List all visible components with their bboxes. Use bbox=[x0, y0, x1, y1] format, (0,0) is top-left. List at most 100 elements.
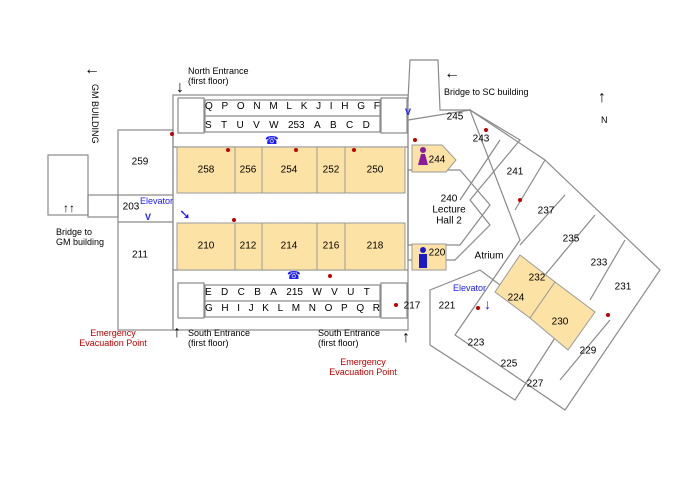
locker-label: N bbox=[308, 303, 316, 314]
room-216-label: 216 bbox=[322, 240, 340, 252]
room-218[interactable] bbox=[344, 222, 406, 271]
vending-icon: V bbox=[405, 107, 412, 117]
locker-label: T bbox=[363, 287, 370, 298]
room-217-label: 217 bbox=[403, 300, 421, 312]
locker-label: K bbox=[300, 101, 308, 112]
north-entrance-sub: (first floor) bbox=[188, 76, 229, 86]
locker-label: I bbox=[329, 101, 333, 112]
room-250-label: 250 bbox=[366, 164, 384, 176]
locker-label: O bbox=[236, 101, 245, 112]
bridge-sc-label: Bridge to SC building bbox=[444, 87, 529, 97]
lecture-hall-label-2: Hall 2 bbox=[436, 215, 462, 227]
locker-label: V bbox=[331, 287, 338, 298]
room-212-label: 212 bbox=[239, 240, 257, 252]
locker-label: B bbox=[254, 287, 261, 298]
fire-extinguisher-markers bbox=[170, 128, 610, 317]
room-227-label: 227 bbox=[526, 378, 544, 390]
locker-label: D bbox=[362, 120, 370, 131]
room-252[interactable] bbox=[316, 146, 346, 194]
room-214-label: 214 bbox=[280, 240, 298, 252]
room-218-label: 218 bbox=[366, 240, 384, 252]
phone-icon: ☎ bbox=[265, 135, 279, 147]
room-252-label: 252 bbox=[322, 164, 340, 176]
evac-label: Evacuation Point bbox=[79, 338, 147, 348]
room-237-label: 237 bbox=[537, 205, 555, 217]
bridge-gm-label: Bridge to bbox=[56, 227, 93, 237]
room-250[interactable] bbox=[344, 146, 406, 194]
room-245-label: 245 bbox=[446, 111, 464, 123]
locker-label: A bbox=[270, 287, 277, 298]
locker-label: L bbox=[277, 303, 284, 314]
room-254-label: 254 bbox=[280, 164, 298, 176]
south-entrance-right-sub: (first floor) bbox=[318, 338, 359, 348]
locker-label: M bbox=[269, 101, 278, 112]
locker-label: V bbox=[253, 120, 260, 131]
locker-label: H bbox=[221, 303, 229, 314]
locker-label: U bbox=[347, 287, 355, 298]
locker-label: A bbox=[313, 120, 321, 131]
north-entrance-label: North Entrance bbox=[188, 66, 249, 76]
room-224-label: 224 bbox=[507, 292, 525, 304]
room-243-label: 243 bbox=[472, 133, 490, 145]
south-entrance-left-label: South Entrance bbox=[188, 328, 251, 338]
locker-label: P bbox=[221, 101, 229, 112]
lecture-hall-number: 240 bbox=[440, 193, 458, 205]
gm-building-label: GM BUILDING bbox=[90, 84, 100, 144]
locker-label: I bbox=[237, 303, 241, 314]
elevator-arrow-icon: ↓ bbox=[484, 296, 491, 312]
evac-label: Emergency bbox=[340, 357, 386, 367]
up-arrow-icon: ↑ bbox=[173, 324, 181, 341]
womens-restroom-icon bbox=[418, 147, 428, 165]
locker-label: J bbox=[316, 101, 322, 112]
room-244-label: 244 bbox=[428, 154, 446, 166]
room-221-label: 221 bbox=[438, 300, 456, 312]
locker-label: P bbox=[341, 303, 348, 314]
bridge-gm-label-2: GM building bbox=[56, 237, 105, 247]
locker-label: 253 bbox=[287, 120, 305, 131]
locker-label: K bbox=[262, 303, 269, 314]
locker-label: D bbox=[221, 287, 229, 298]
down-arrow-icon: ↓ bbox=[176, 79, 184, 96]
locker-label: C bbox=[237, 287, 245, 298]
evac-label: Evacuation Point bbox=[329, 367, 397, 377]
locker-label: Q bbox=[205, 101, 213, 112]
mens-restroom-icon bbox=[419, 247, 427, 268]
room-210[interactable] bbox=[176, 222, 236, 271]
locker-label: S bbox=[205, 120, 212, 131]
room-235-label: 235 bbox=[562, 233, 580, 245]
room-210-label: 210 bbox=[197, 240, 215, 252]
room-241-label: 241 bbox=[506, 166, 524, 178]
elevator-label-right: Elevator bbox=[453, 283, 487, 293]
lecture-hall-label: Lecture bbox=[432, 204, 466, 216]
locker-label: H bbox=[341, 101, 349, 112]
room-216[interactable] bbox=[316, 222, 346, 271]
evac-label: Emergency bbox=[90, 328, 136, 338]
room-258-label: 258 bbox=[197, 164, 215, 176]
room-203-label: 203 bbox=[122, 201, 140, 213]
room-231-label: 231 bbox=[614, 281, 632, 293]
left-arrow-icon: ← bbox=[84, 61, 100, 78]
room-254[interactable] bbox=[261, 146, 318, 194]
room-230[interactable] bbox=[529, 281, 596, 351]
elevator-label-left: Elevator bbox=[140, 196, 174, 206]
atrium-label: Atrium bbox=[474, 250, 504, 262]
south-entrance-left-sub: (first floor) bbox=[188, 338, 229, 348]
locker-label: W bbox=[269, 120, 279, 131]
locker-label: G bbox=[357, 101, 366, 112]
locker-label: C bbox=[346, 120, 354, 131]
room-214[interactable] bbox=[261, 222, 318, 271]
locker-label: J bbox=[248, 303, 254, 314]
locker-label: M bbox=[291, 303, 301, 314]
phone-icon: ☎ bbox=[287, 270, 301, 282]
room-259-label: 259 bbox=[131, 156, 149, 168]
locker-label: L bbox=[286, 101, 292, 112]
room-220-label: 220 bbox=[428, 247, 446, 259]
locker-label: E bbox=[205, 287, 212, 298]
south-entrance-right-label: South Entrance bbox=[318, 328, 381, 338]
locker-label: Q bbox=[356, 303, 365, 314]
